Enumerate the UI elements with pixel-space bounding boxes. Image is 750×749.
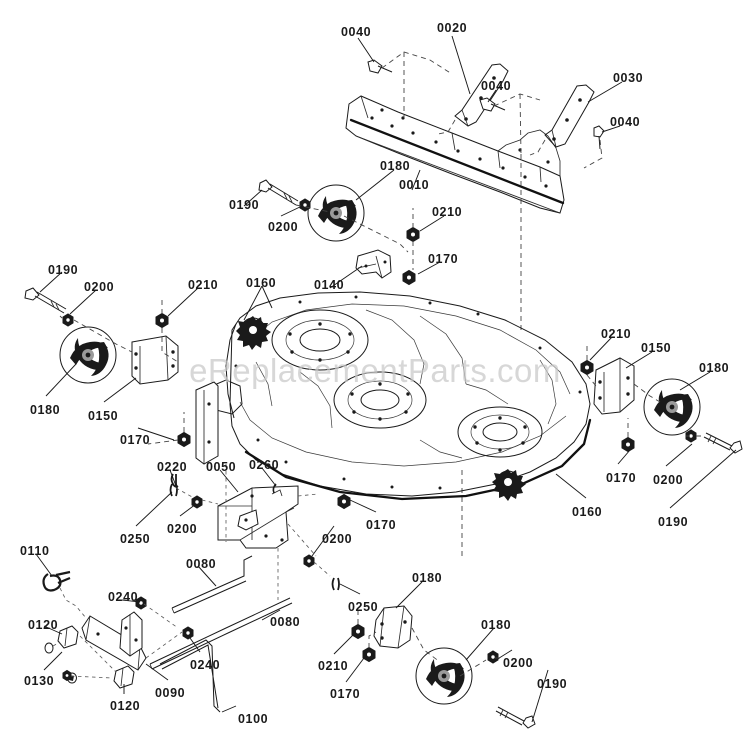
- leader-lines: [35, 35, 737, 723]
- callout-0170-c19[interactable]: 0170: [120, 433, 151, 447]
- callout-0210-c46[interactable]: 0210: [318, 659, 349, 673]
- callout-0190-c08[interactable]: 0190: [229, 198, 260, 212]
- callout-0250-c33[interactable]: 0250: [348, 600, 379, 614]
- part-0190-bolts: [24, 179, 743, 729]
- part-0020-bracket-arm: [454, 63, 509, 127]
- assembly-axes: [52, 204, 704, 679]
- nut-0170-right: [621, 436, 635, 453]
- callout-0250-c31[interactable]: 0250: [120, 532, 151, 546]
- part-0220-plate: [195, 381, 219, 465]
- callout-0190-c50[interactable]: 0190: [537, 677, 568, 691]
- washer-0200-left: [62, 313, 74, 327]
- part-0090-lever: [119, 611, 143, 657]
- washer-0200-hanger-b: [303, 554, 315, 568]
- washer-0200-right: [685, 429, 697, 443]
- spacer-0240-a: [135, 596, 147, 610]
- callout-0240-c42[interactable]: 0240: [190, 658, 221, 672]
- callout-0040-c05[interactable]: 0040: [610, 115, 641, 129]
- callout-0160-c12[interactable]: 0160: [246, 276, 277, 290]
- part-0140-bracket: [355, 249, 392, 279]
- callout-0170-c23[interactable]: 0170: [606, 471, 637, 485]
- nut-0170-deck: [337, 493, 351, 510]
- part-0100-handle-rod: [159, 639, 221, 713]
- callout-0030-c04[interactable]: 0030: [613, 71, 644, 85]
- cotter-0250-left: [169, 483, 178, 497]
- callout-0040-c01[interactable]: 0040: [341, 25, 372, 39]
- part-0180-bracket-bottom: [373, 605, 413, 649]
- part-0180-wheel-right: [643, 378, 701, 436]
- part-0150-bracket-right: [593, 357, 635, 415]
- part-0180-wheel-bottom: [415, 647, 473, 705]
- fasteners-nuts-washers: [62, 198, 697, 682]
- callout-0180-c06[interactable]: 0180: [380, 159, 411, 173]
- callout-0200-c09[interactable]: 0200: [268, 220, 299, 234]
- part-0180-wheel-top: [307, 184, 365, 242]
- callout-0240-c37[interactable]: 0240: [108, 590, 139, 604]
- callout-0210-c16[interactable]: 0210: [188, 278, 219, 292]
- callout-0040-c03[interactable]: 0040: [481, 79, 512, 93]
- callout-0180-c45[interactable]: 0180: [412, 571, 443, 585]
- part-0160-deck-shell: [211, 291, 592, 501]
- callout-0190-c14[interactable]: 0190: [48, 263, 79, 277]
- spacer-0240-b: [182, 626, 194, 640]
- callout-0190-c25[interactable]: 0190: [658, 515, 689, 529]
- callout-0050-c28[interactable]: 0050: [206, 460, 237, 474]
- nut-0210-left: [155, 312, 169, 329]
- callout-0150-c21[interactable]: 0150: [641, 341, 672, 355]
- part-0010-frame-bar: [345, 95, 565, 214]
- callout-0100-c44[interactable]: 0100: [238, 712, 269, 726]
- deck-gear: [236, 316, 271, 350]
- callout-0200-c24[interactable]: 0200: [653, 473, 684, 487]
- part-0150-bracket-left: [131, 335, 179, 385]
- callout-0120-c38[interactable]: 0120: [28, 618, 59, 632]
- callout-0200-c49[interactable]: 0200: [503, 656, 534, 670]
- nut-0170-top: [402, 269, 416, 286]
- callout-0150-c18[interactable]: 0150: [88, 409, 119, 423]
- callout-0210-c10[interactable]: 0210: [432, 205, 463, 219]
- callout-0110-c35[interactable]: 0110: [20, 544, 50, 558]
- part-0120-bushings: [57, 625, 135, 689]
- deck-gear-2: [492, 469, 526, 501]
- part-0110-hairpin-clip: [42, 570, 71, 592]
- washer-0200-bottom: [487, 650, 499, 664]
- callout-0210-c20[interactable]: 0210: [601, 327, 632, 341]
- part-0030-bracket-arm: [544, 84, 595, 148]
- callout-0080-c36[interactable]: 0080: [186, 557, 217, 571]
- callout-0160-c26[interactable]: 0160: [572, 505, 603, 519]
- callout-0170-c34[interactable]: 0170: [366, 518, 397, 532]
- nut-0210-bottom: [351, 623, 365, 640]
- callout-0180-c48[interactable]: 0180: [481, 618, 512, 632]
- callout-0180-c17[interactable]: 0180: [30, 403, 61, 417]
- washer-0130: [62, 669, 72, 682]
- callout-0260-c29[interactable]: 0260: [249, 458, 280, 472]
- callout-0200-c30[interactable]: 0200: [167, 522, 198, 536]
- callout-0140-c13[interactable]: 0140: [314, 278, 345, 292]
- nut-0210-top: [406, 226, 420, 243]
- part-0050-hanger-bracket: [217, 485, 299, 549]
- nut-0170-left: [177, 431, 191, 448]
- part-0180-wheel-left: [59, 326, 117, 384]
- nut-0210-right: [580, 359, 594, 376]
- callout-0220-c27[interactable]: 0220: [157, 460, 188, 474]
- part-0040-bolts: [367, 59, 605, 150]
- part-0080-rod-upper: [171, 555, 253, 614]
- callout-0200-c32[interactable]: 0200: [322, 532, 353, 546]
- callout-0170-c47[interactable]: 0170: [330, 687, 361, 701]
- callout-0130-c39[interactable]: 0130: [24, 674, 55, 688]
- cotter-0250-right: [331, 577, 340, 591]
- callout-0170-c11[interactable]: 0170: [428, 252, 459, 266]
- callout-0120-c40[interactable]: 0120: [110, 699, 141, 713]
- callout-0180-c22[interactable]: 0180: [699, 361, 730, 375]
- callout-0200-c15[interactable]: 0200: [84, 280, 115, 294]
- callout-0010-c07[interactable]: 0010: [399, 178, 430, 192]
- callout-0020-c02[interactable]: 0020: [437, 21, 468, 35]
- washer-0200-top: [299, 198, 311, 212]
- callout-0080-c43[interactable]: 0080: [270, 615, 301, 629]
- callout-0090-c41[interactable]: 0090: [155, 686, 186, 700]
- nut-0170-bottom: [362, 646, 376, 663]
